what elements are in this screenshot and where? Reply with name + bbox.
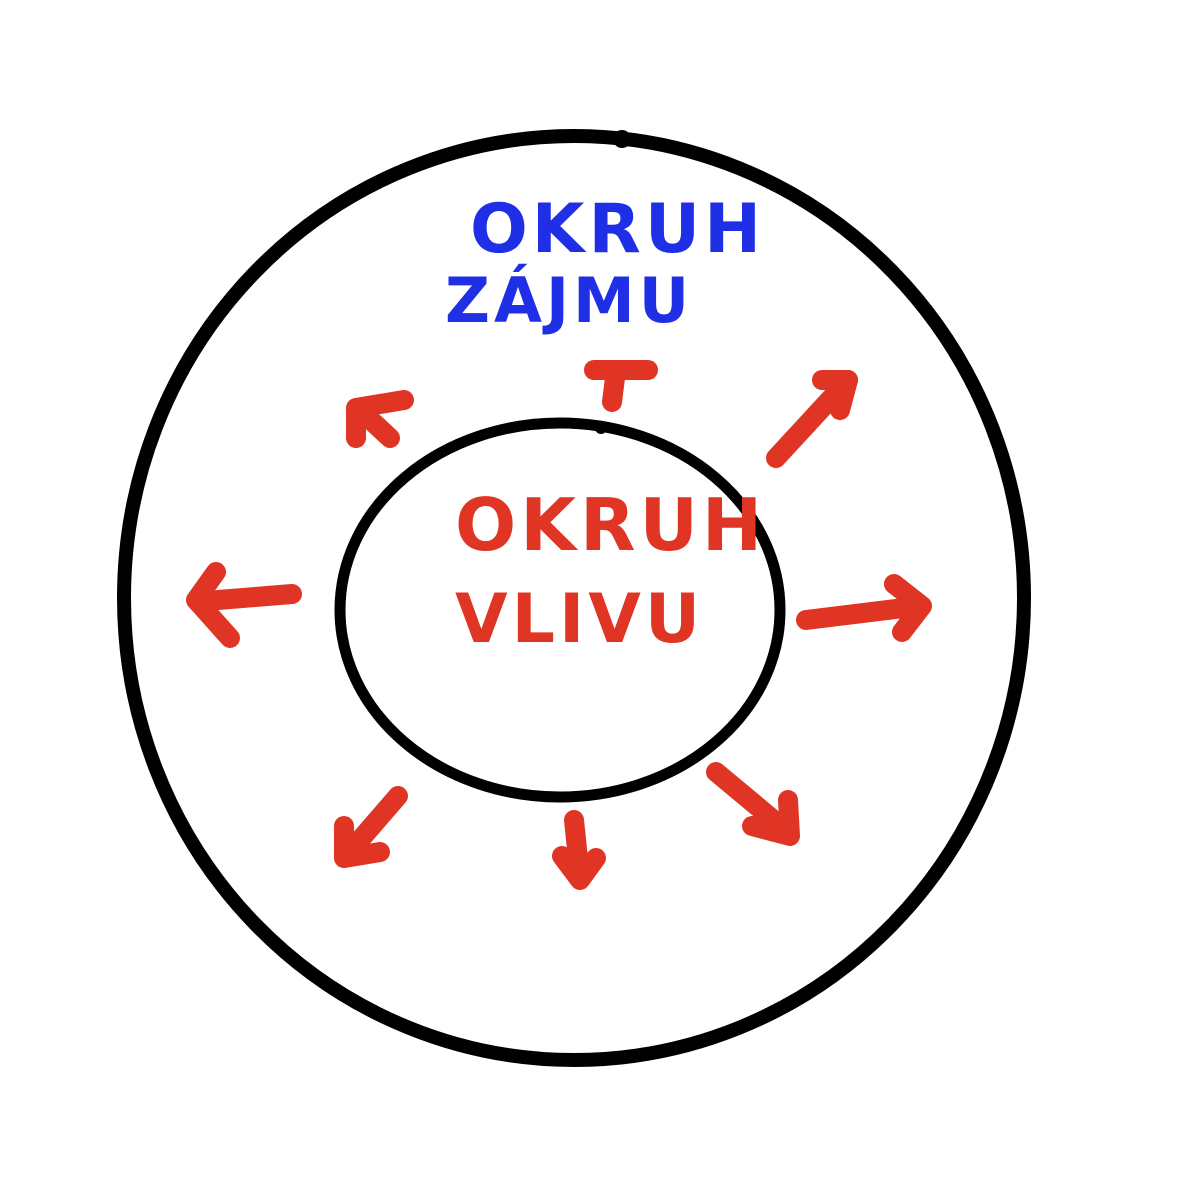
arrow-up-left (346, 390, 414, 448)
arrow-up (584, 360, 658, 412)
outer-label-line2: ZÁJMU (445, 264, 693, 337)
inner-circle-joint (595, 422, 607, 434)
arrow-down (552, 810, 606, 890)
arrows (186, 360, 932, 890)
arrow-right (796, 574, 932, 642)
arrow-down-right (706, 762, 800, 846)
arrow-down-left (334, 786, 408, 868)
arrow-left (186, 562, 302, 648)
outer-circle-joint (613, 130, 631, 148)
inner-label-line1: OKRUH (455, 483, 766, 567)
inner-label-line2: VLIVU (455, 580, 704, 659)
inner-circle (334, 417, 786, 803)
outer-label-line1: OKRUH (470, 190, 765, 269)
arrow-up-right (766, 370, 858, 468)
outer-circle (117, 129, 1031, 1067)
